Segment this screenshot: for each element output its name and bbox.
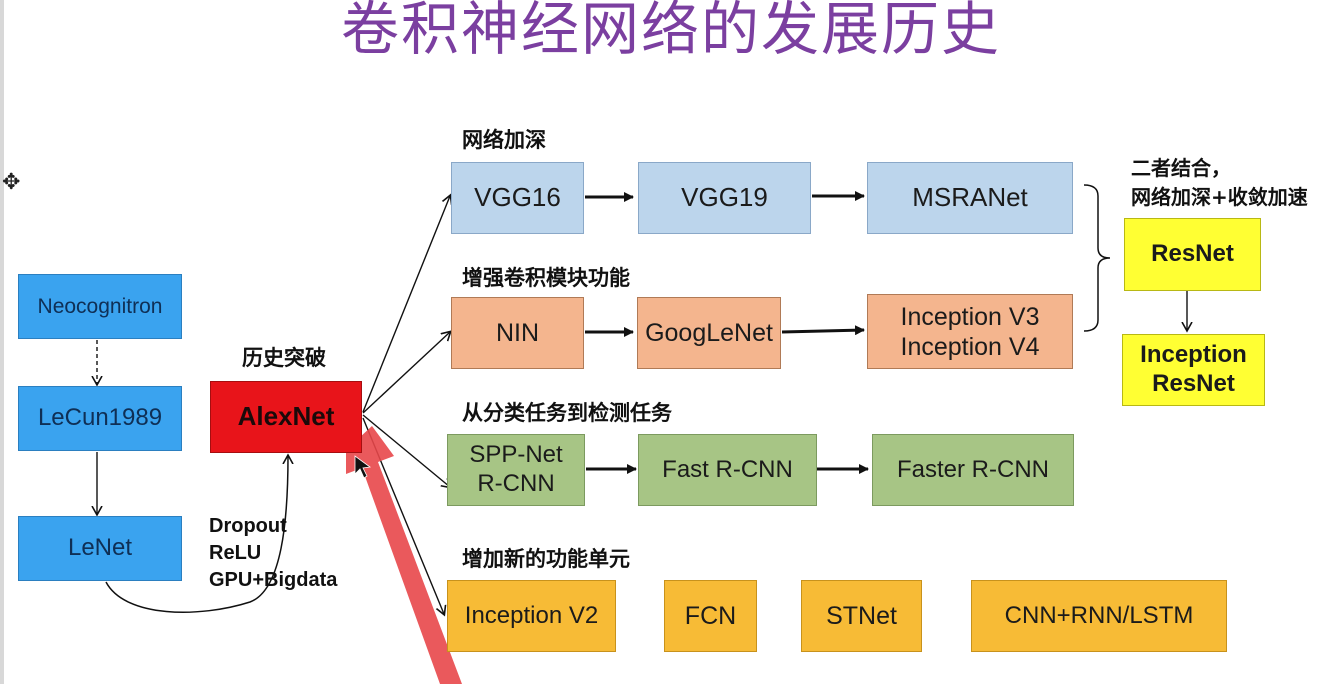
red-pointer-arrow: [346, 426, 462, 684]
node-vgg16: VGG16: [451, 162, 584, 234]
node-fast-rcnn: Fast R-CNN: [638, 434, 817, 506]
alexnet-tricks-list: Dropout ReLU GPU+Bigdata: [209, 513, 337, 594]
node-googlenet: GoogLeNet: [637, 297, 781, 369]
node-lecun1989: LeCun1989: [18, 386, 182, 451]
node-resnet-label: ResNet: [1151, 240, 1234, 268]
node-alexnet-label: AlexNet: [237, 401, 335, 432]
node-nin: NIN: [451, 297, 584, 369]
node-lenet: LeNet: [18, 516, 182, 581]
node-googlenet-label: GoogLeNet: [645, 319, 773, 347]
node-fcn-label: FCN: [684, 602, 737, 630]
node-vgg19: VGG19: [638, 162, 811, 234]
trick-relu: ReLU: [209, 542, 262, 564]
node-nin-label: NIN: [495, 319, 540, 347]
node-fcn: FCN: [664, 580, 757, 652]
node-r-cnn-label: R-CNN: [477, 470, 555, 497]
label-combine-line1: 二者结合，: [1131, 156, 1231, 180]
node-spp-rcnn: SPP-Net R-CNN: [447, 434, 585, 506]
mouse-pointer-icon: [354, 455, 372, 479]
node-inception-v2-label: Inception V2: [464, 601, 599, 629]
node-neocognitron-label: Neocognitron: [37, 294, 163, 318]
node-cnn-rnn-lstm: CNN+RNN/LSTM: [971, 580, 1227, 652]
node-stnet: STNet: [801, 580, 922, 652]
label-combine-line2: 网络加深+收敛加速: [1131, 185, 1308, 209]
window-left-edge: [0, 0, 4, 684]
node-faster-rcnn: Faster R-CNN: [872, 434, 1074, 506]
node-vgg16-label: VGG16: [474, 182, 561, 213]
node-inception-resnet-label-1: Inception: [1140, 341, 1247, 369]
move-cursor-icon: ✥: [2, 170, 21, 195]
node-msranet: MSRANet: [867, 162, 1073, 234]
node-alexnet: AlexNet: [210, 381, 362, 453]
node-inception-resnet: Inception ResNet: [1122, 334, 1265, 406]
node-neocognitron: Neocognitron: [18, 274, 182, 339]
node-msranet-label: MSRANet: [912, 182, 1028, 213]
node-resnet: ResNet: [1124, 218, 1261, 291]
node-inception-v3-label: Inception V3: [900, 302, 1040, 331]
node-lenet-label: LeNet: [67, 534, 133, 562]
node-spp-net-label: SPP-Net: [469, 441, 563, 469]
label-deepen: 网络加深: [462, 128, 546, 152]
node-inception-v2: Inception V2: [447, 580, 616, 652]
node-vgg19-label: VGG19: [681, 182, 768, 213]
node-inception-resnet-label-2: ResNet: [1152, 370, 1235, 397]
node-cnn-rnn-label: CNN+RNN/LSTM: [1004, 601, 1194, 629]
label-detect: 从分类任务到检测任务: [462, 401, 672, 425]
node-faster-rcnn-label: Faster R-CNN: [896, 455, 1049, 483]
node-stnet-label: STNet: [826, 602, 897, 630]
node-inception-v4-label: Inception V4: [900, 332, 1040, 361]
node-fast-rcnn-label: Fast R-CNN: [662, 455, 793, 483]
label-breakthrough: 历史突破: [242, 346, 326, 370]
trick-gpu-bigdata: GPU+Bigdata: [209, 569, 338, 591]
label-enhance: 增强卷积模块功能: [462, 266, 630, 290]
slide-title: 卷积神经网络的发展历史: [340, 0, 1001, 63]
trick-dropout: Dropout: [209, 515, 287, 537]
node-lecun1989-label: LeCun1989: [37, 404, 163, 432]
label-newunit: 增加新的功能单元: [462, 547, 630, 571]
node-inception-v3-v4: Inception V3 Inception V4: [867, 294, 1073, 369]
